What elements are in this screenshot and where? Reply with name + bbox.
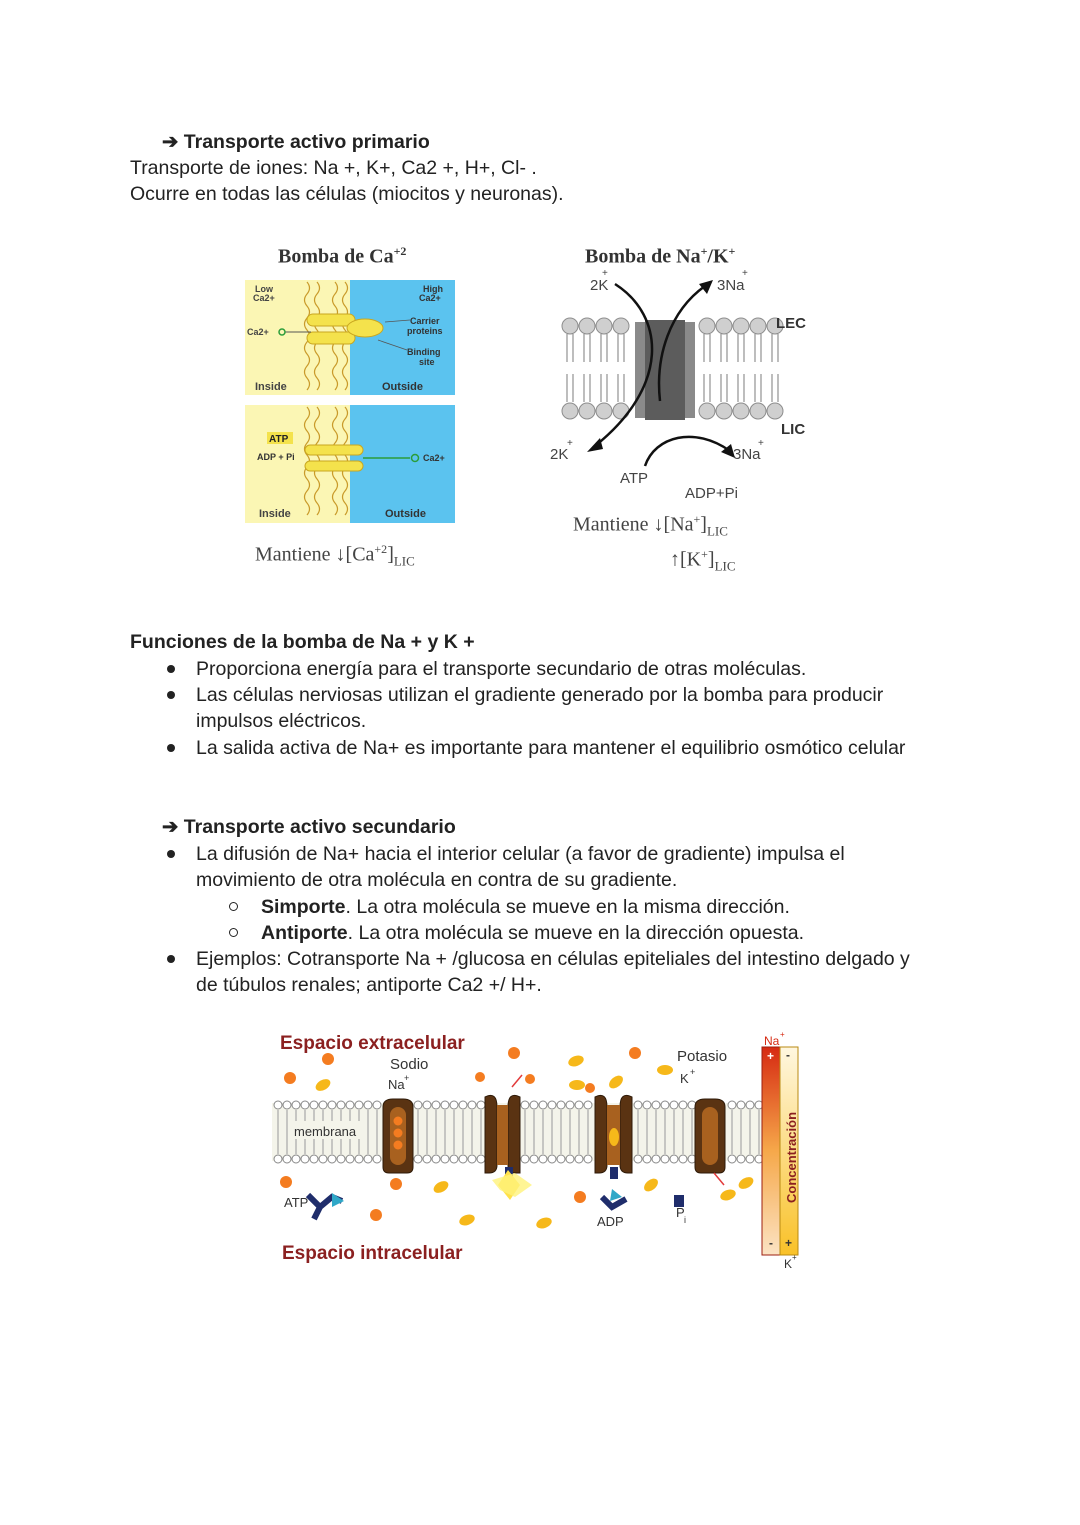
svg-text:Ca2+: Ca2+ bbox=[247, 327, 269, 337]
cells-line: Ocurre en todas las células (miocitos y … bbox=[130, 183, 564, 205]
examples-item: Ejemplos: Cotransporte Na + /glucosa en … bbox=[196, 948, 910, 970]
svg-text:Potasio: Potasio bbox=[677, 1048, 727, 1065]
svg-text:+: + bbox=[792, 1253, 797, 1262]
svg-text:Espacio intracelular: Espacio intracelular bbox=[282, 1243, 463, 1264]
antiporte-item: Antiporte. La otra molécula se mueve en … bbox=[261, 922, 805, 944]
calcium-pump-figure: Bomba de Ca+2 Low Ca2+ High Ca2+ Ca2+ Ca… bbox=[245, 240, 465, 585]
svg-text:i: i bbox=[684, 1215, 686, 1225]
svg-text:2K: 2K bbox=[590, 277, 608, 294]
simporte-item: Simporte. La otra molécula se mueve en l… bbox=[261, 896, 790, 918]
bullet bbox=[167, 665, 175, 673]
calcium-pump-caption: Mantiene ↓[Ca+2]LIC bbox=[255, 542, 415, 569]
arrow-icon: ➔ bbox=[162, 131, 179, 153]
svg-text:Inside: Inside bbox=[259, 508, 291, 520]
nak-caption-k: ↑[K+]LIC bbox=[670, 547, 736, 574]
svg-text:ADP+Pi: ADP+Pi bbox=[685, 485, 738, 502]
calcium-pump-title: Bomba de Ca+2 bbox=[278, 244, 407, 268]
svg-text:Ca2+: Ca2+ bbox=[419, 293, 441, 303]
section-heading-secondary: ➔ Transporte activo secundario bbox=[162, 816, 456, 838]
svg-text:Carrier: Carrier bbox=[410, 316, 440, 326]
bullet bbox=[167, 691, 175, 699]
function-item: Proporciona energía para el transporte s… bbox=[196, 658, 807, 680]
svg-text:+: + bbox=[780, 1030, 785, 1039]
svg-text:ADP + Pi: ADP + Pi bbox=[257, 452, 295, 462]
svg-text:+: + bbox=[767, 1049, 774, 1063]
svg-text:K: K bbox=[680, 1071, 689, 1086]
sub-bullet bbox=[229, 902, 238, 911]
calcium-pump-diagram: Low Ca2+ High Ca2+ Ca2+ Carrier proteins… bbox=[245, 280, 455, 523]
svg-text:-: - bbox=[786, 1048, 790, 1062]
arrow-icon: ➔ bbox=[162, 816, 179, 838]
svg-text:3Na: 3Na bbox=[733, 446, 761, 463]
svg-text:2K: 2K bbox=[550, 446, 568, 463]
svg-text:LEC: LEC bbox=[776, 315, 806, 332]
bullet bbox=[167, 744, 175, 752]
svg-text:High: High bbox=[423, 284, 443, 294]
examples-item-continuation: de túbulos renales; antiporte Ca2 +/ H+. bbox=[196, 974, 542, 996]
svg-text:proteins: proteins bbox=[407, 326, 443, 336]
svg-text:Concentración: Concentración bbox=[784, 1112, 799, 1203]
sodium-potassium-pump-cartoon: Espacio extracelular Espacio intracelula… bbox=[270, 1025, 810, 1275]
nak-pump-diagram: 2K + 3Na + 2K + 3Na + ATP ADP+Pi LEC LIC bbox=[550, 268, 806, 502]
svg-text:Binding: Binding bbox=[407, 347, 441, 357]
svg-text:P: P bbox=[676, 1205, 685, 1220]
svg-text:Inside: Inside bbox=[255, 381, 287, 393]
svg-text:site: site bbox=[419, 357, 435, 367]
bullet bbox=[167, 850, 175, 858]
svg-text:membrana: membrana bbox=[294, 1124, 357, 1139]
secondary-item-continuation: movimiento de otra molécula en contra de… bbox=[196, 869, 678, 891]
svg-text:LIC: LIC bbox=[781, 421, 805, 438]
sub-bullet bbox=[229, 928, 238, 937]
nak-caption-na: Mantiene ↓[Na+]LIC bbox=[573, 512, 728, 539]
svg-text:Sodio: Sodio bbox=[390, 1056, 428, 1073]
sodium-potassium-pump-figure: Bomba de Na+/K+ 2K + 3Na + 2K + 3Na + AT… bbox=[545, 240, 835, 580]
svg-text:ATP: ATP bbox=[284, 1195, 308, 1210]
svg-text:+: + bbox=[742, 268, 748, 279]
svg-text:+: + bbox=[602, 268, 608, 279]
svg-text:Outside: Outside bbox=[382, 381, 423, 393]
section-heading-primary: ➔ Transporte activo primario bbox=[162, 131, 430, 153]
svg-text:+: + bbox=[758, 438, 764, 449]
svg-text:3Na: 3Na bbox=[717, 277, 745, 294]
svg-text:+: + bbox=[785, 1236, 792, 1250]
svg-text:+: + bbox=[404, 1073, 409, 1083]
bullet bbox=[167, 955, 175, 963]
function-item: Las células nerviosas utilizan el gradie… bbox=[196, 684, 884, 706]
function-item: La salida activa de Na+ es importante pa… bbox=[196, 737, 906, 759]
functions-heading: Funciones de la bomba de Na + y K + bbox=[130, 631, 475, 653]
svg-text:Low: Low bbox=[255, 284, 274, 294]
svg-text:Ca2+: Ca2+ bbox=[423, 453, 445, 463]
svg-text:-: - bbox=[769, 1236, 773, 1250]
svg-text:Na: Na bbox=[764, 1034, 780, 1048]
svg-text:+: + bbox=[690, 1067, 695, 1077]
pump-cartoon-svg: Espacio extracelular Espacio intracelula… bbox=[272, 1030, 799, 1271]
function-item-continuation: impulsos eléctricos. bbox=[196, 710, 367, 732]
svg-text:+: + bbox=[567, 438, 573, 449]
svg-text:ADP: ADP bbox=[597, 1214, 624, 1229]
svg-text:Na: Na bbox=[388, 1077, 405, 1092]
svg-text:Outside: Outside bbox=[385, 508, 426, 520]
svg-text:K: K bbox=[784, 1257, 792, 1271]
nak-pump-title: Bomba de Na+/K+ bbox=[585, 244, 736, 268]
ions-line: Transporte de iones: Na +, K+, Ca2 +, H+… bbox=[130, 157, 537, 179]
svg-text:ATP: ATP bbox=[620, 470, 648, 487]
svg-text:Espacio extracelular: Espacio extracelular bbox=[280, 1033, 465, 1054]
svg-text:Ca2+: Ca2+ bbox=[253, 293, 275, 303]
svg-text:ATP: ATP bbox=[269, 434, 289, 445]
secondary-item: La difusión de Na+ hacia el interior cel… bbox=[196, 843, 845, 865]
